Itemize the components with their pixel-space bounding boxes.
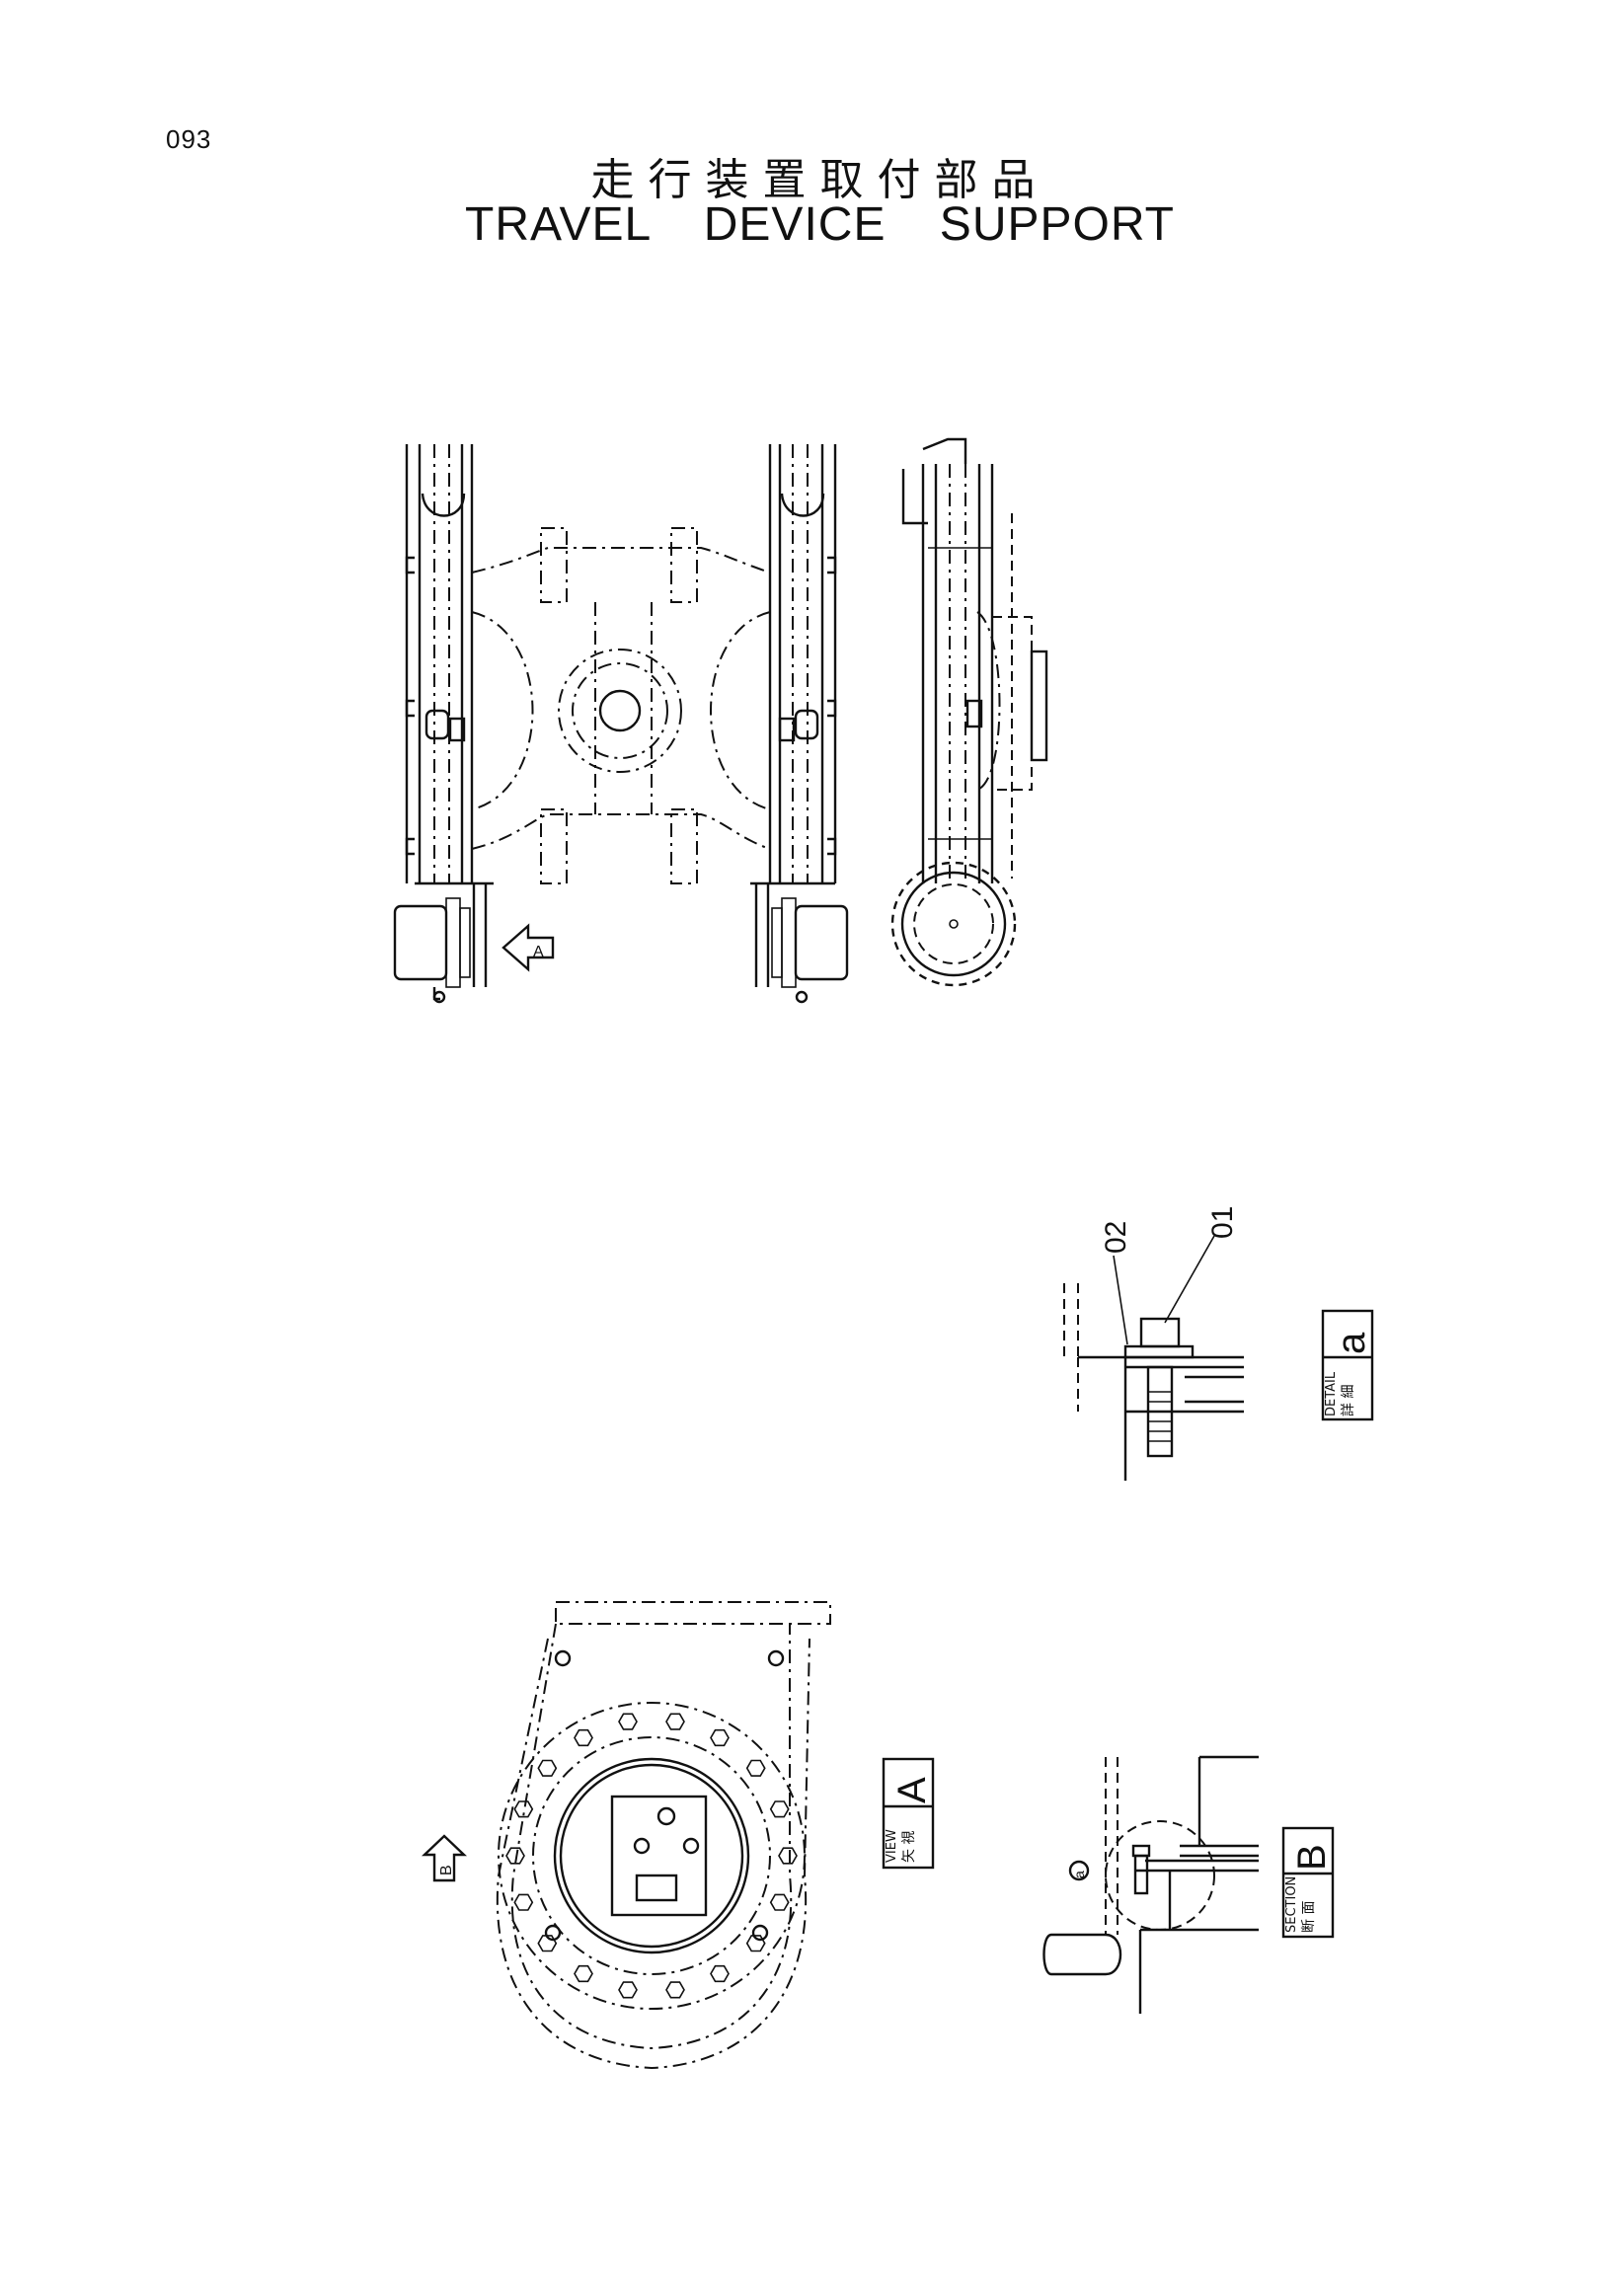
bolt-hex <box>665 1981 685 1999</box>
center-frame <box>471 527 771 884</box>
section-label-japanese: 断 面 <box>1301 1901 1317 1933</box>
section-b-drawing: a <box>1042 1755 1259 2014</box>
bolt-hex <box>618 1713 638 1730</box>
view-arrow-a: A <box>501 923 555 972</box>
view-label-english: VIEW <box>885 1829 899 1863</box>
bolt-hex <box>745 1935 766 1952</box>
arrow-a-label: A <box>533 944 544 960</box>
bolt-hex <box>618 1981 638 1999</box>
bolt-hex <box>574 1964 593 1983</box>
view-label-japanese: 矢 視 <box>901 1831 917 1863</box>
bolt-hex <box>537 1935 558 1952</box>
detail-label-letter: a <box>1330 1332 1373 1354</box>
bolt-hex <box>710 1728 730 1747</box>
bolt-hex <box>769 1800 790 1818</box>
undercarriage-top-view: A <box>393 444 849 1004</box>
page-number: 093 <box>166 124 212 154</box>
arrow-b-label: B <box>438 1865 455 1875</box>
view-label-letter: A <box>890 1777 934 1803</box>
section-label-letter: B <box>1290 1844 1334 1871</box>
callout-01: 01 <box>1206 1206 1239 1239</box>
detail-a-label: DETAIL 詳 細 a <box>1321 1309 1374 1421</box>
bolt-hex <box>665 1713 685 1730</box>
page-title-english: TRAVEL DEVICE SUPPORT <box>465 198 1175 251</box>
callout-02: 02 <box>1100 1221 1132 1254</box>
bolt-hex <box>710 1964 730 1983</box>
right-track-frame <box>750 444 849 1004</box>
detail-label-english: DETAIL <box>1324 1371 1339 1416</box>
detail-label-japanese: 詳 細 <box>1341 1385 1356 1416</box>
bolt-holes <box>505 1713 798 1999</box>
bolt-hex <box>769 1893 790 1911</box>
bolt-hex <box>778 1847 798 1865</box>
page-title-japanese: 走行装置取付部品 <box>590 155 1049 205</box>
bolt-hex <box>537 1759 558 1777</box>
view-a-drawing: B <box>421 1601 831 2070</box>
circle-marker-a: a <box>1071 1871 1087 1878</box>
bolt-hex <box>513 1893 534 1911</box>
section-label-english: SECTION <box>1284 1876 1299 1933</box>
bolt-hex <box>513 1800 534 1818</box>
bolt-hex <box>505 1847 525 1865</box>
undercarriage-side-view <box>890 437 1048 987</box>
section-b-label: SECTION 断 面 B <box>1281 1826 1335 1939</box>
sprocket <box>890 861 1017 987</box>
bolt-hex <box>745 1759 766 1777</box>
bolt-hex <box>574 1728 593 1747</box>
view-a-label: VIEW 矢 視 A <box>882 1757 935 1870</box>
detail-a-drawing: 02 01 <box>1063 1206 1244 1481</box>
arrow-b: B <box>421 1834 468 1882</box>
left-track-frame <box>393 444 494 1004</box>
